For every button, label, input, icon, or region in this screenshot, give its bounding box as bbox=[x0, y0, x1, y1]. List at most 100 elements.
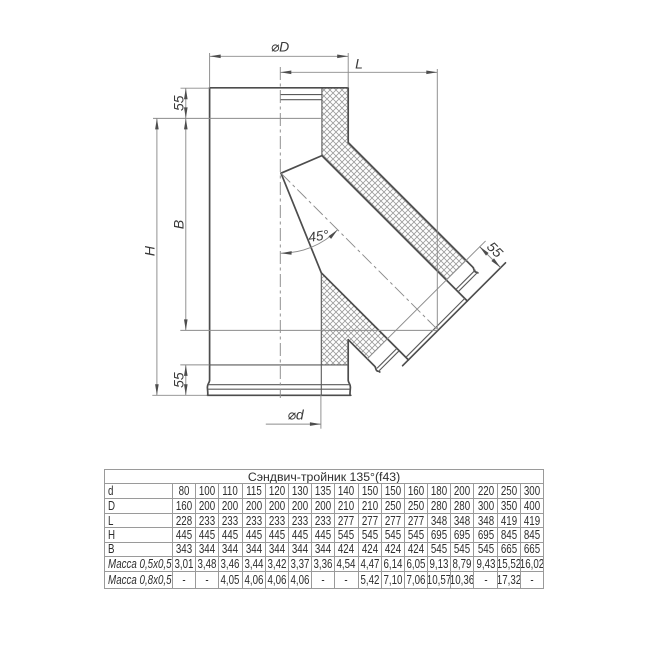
cell-text: 4,06 bbox=[244, 572, 264, 587]
centerlines bbox=[279, 67, 438, 398]
table-cell: 445 bbox=[287, 527, 313, 543]
cell-text: 348 bbox=[454, 513, 471, 528]
row-label-text: Масса 0,8x0,5 bbox=[108, 572, 172, 587]
cell-text: 344 bbox=[268, 542, 285, 557]
cell-text: 424 bbox=[407, 542, 425, 557]
branch-outlines bbox=[280, 141, 507, 373]
branch-end-details-stroke-23 bbox=[455, 269, 476, 290]
cell-text: 100 bbox=[199, 484, 216, 499]
cell-text: 344 bbox=[315, 542, 332, 557]
cell-text: 545 bbox=[477, 542, 494, 557]
cell-text: 300 bbox=[477, 498, 494, 513]
table-cell: 344 bbox=[311, 541, 336, 558]
table-cell: 445 bbox=[195, 527, 220, 543]
table-cell: 344 bbox=[241, 541, 266, 558]
label-branch-joint: 55 bbox=[484, 238, 506, 260]
table-cell: 845 bbox=[519, 527, 545, 543]
table-cell: 695 bbox=[473, 527, 498, 543]
cell-text: 665 bbox=[523, 542, 541, 557]
label-angle: 45° bbox=[307, 227, 330, 245]
dimension-arrows-stroke-51 bbox=[426, 70, 438, 75]
cell-text: 695 bbox=[454, 527, 471, 542]
dimension-lines-stroke-47 bbox=[366, 240, 486, 360]
table-cell: 210 bbox=[357, 498, 382, 514]
table-cell: 545 bbox=[450, 541, 475, 558]
cell-text: 277 bbox=[361, 513, 378, 528]
cell-text: 250 bbox=[407, 498, 425, 513]
table-cell: 250 bbox=[496, 483, 521, 500]
table-cell: 277 bbox=[380, 512, 405, 529]
cell-text: 150 bbox=[361, 484, 378, 499]
cell-text: 200 bbox=[222, 498, 239, 513]
cell-text: 233 bbox=[268, 513, 285, 528]
table-cell: 16,02 bbox=[519, 556, 545, 572]
row-label: B bbox=[104, 541, 173, 558]
cell-text: 445 bbox=[315, 527, 332, 542]
table-cell: 545 bbox=[357, 527, 382, 543]
row-label-text: d bbox=[108, 484, 114, 499]
label-body-b: B bbox=[171, 220, 187, 229]
cell-text: 400 bbox=[523, 498, 541, 513]
table-cell: 3,37 bbox=[287, 556, 313, 572]
table-cell: 348 bbox=[450, 512, 475, 529]
insulation-hatch-upper bbox=[321, 88, 467, 281]
cell-text: 695 bbox=[477, 527, 494, 542]
table-cell: 180 bbox=[427, 483, 452, 500]
cell-text: 130 bbox=[291, 484, 309, 499]
dimension-arrows-stroke-59 bbox=[184, 384, 188, 396]
dimension-arrows-stroke-50 bbox=[280, 70, 292, 75]
table-cell: 160 bbox=[403, 483, 429, 500]
cell-text: 277 bbox=[338, 513, 355, 528]
table-cell: 545 bbox=[334, 527, 359, 543]
row-label-text: B bbox=[108, 542, 115, 557]
table-cell: 3,01 bbox=[171, 556, 197, 572]
cell-text: 424 bbox=[361, 542, 378, 557]
table-cell: 419 bbox=[496, 512, 521, 529]
branch-outlines-stroke-15 bbox=[280, 154, 323, 175]
cell-text: 445 bbox=[175, 527, 193, 542]
dimension-arrows-stroke-60 bbox=[309, 422, 321, 426]
branch-outlines-stroke-20 bbox=[347, 338, 381, 373]
cell-text: 445 bbox=[268, 527, 285, 542]
table-cell: 3,44 bbox=[241, 556, 266, 572]
cell-text: 10,57 bbox=[427, 572, 451, 587]
branch-outlines-stroke-17 bbox=[321, 154, 469, 302]
table-cell: 6,14 bbox=[380, 556, 405, 572]
main-pipe bbox=[206, 86, 352, 397]
table-cell: 4,05 bbox=[218, 570, 243, 589]
row-label-text: Масса 0,5x0,5 bbox=[108, 556, 172, 571]
cell-text: 233 bbox=[222, 513, 239, 528]
table-cell: 6,05 bbox=[403, 556, 429, 572]
table-cell: 200 bbox=[218, 498, 243, 514]
branch-outlines-stroke-16 bbox=[280, 172, 323, 274]
insulation-hatch-lower-stroke-2 bbox=[320, 272, 388, 366]
centerlines-stroke-28 bbox=[280, 172, 438, 330]
table-cell: 4,06 bbox=[264, 570, 289, 589]
table-cell: 348 bbox=[427, 512, 452, 529]
cell-text: 545 bbox=[454, 542, 471, 557]
dimension-arrows-stroke-48 bbox=[209, 54, 221, 59]
cell-text: 3,42 bbox=[267, 556, 287, 571]
cell-text: 445 bbox=[245, 527, 262, 542]
table-cell: 4,47 bbox=[357, 556, 382, 572]
cell-text: 15,52 bbox=[497, 556, 521, 571]
cell-text: 200 bbox=[199, 498, 216, 513]
table-cell: 545 bbox=[427, 541, 452, 558]
label-inner-diameter: ⌀d bbox=[287, 407, 304, 423]
table-cell: 424 bbox=[380, 541, 405, 558]
cell-text: 424 bbox=[338, 542, 355, 557]
cell-text: 135 bbox=[315, 484, 332, 499]
cell-text: - bbox=[182, 572, 186, 587]
cell-text: 16,02 bbox=[520, 556, 544, 571]
table-cell: 233 bbox=[287, 512, 313, 529]
table-cell: 200 bbox=[241, 498, 266, 514]
cell-text: 280 bbox=[454, 498, 471, 513]
cell-text: 17,32 bbox=[497, 572, 521, 587]
dimension-arrows-stroke-56 bbox=[155, 118, 159, 130]
table-cell: 300 bbox=[519, 483, 545, 500]
table-cell: 233 bbox=[218, 512, 243, 529]
